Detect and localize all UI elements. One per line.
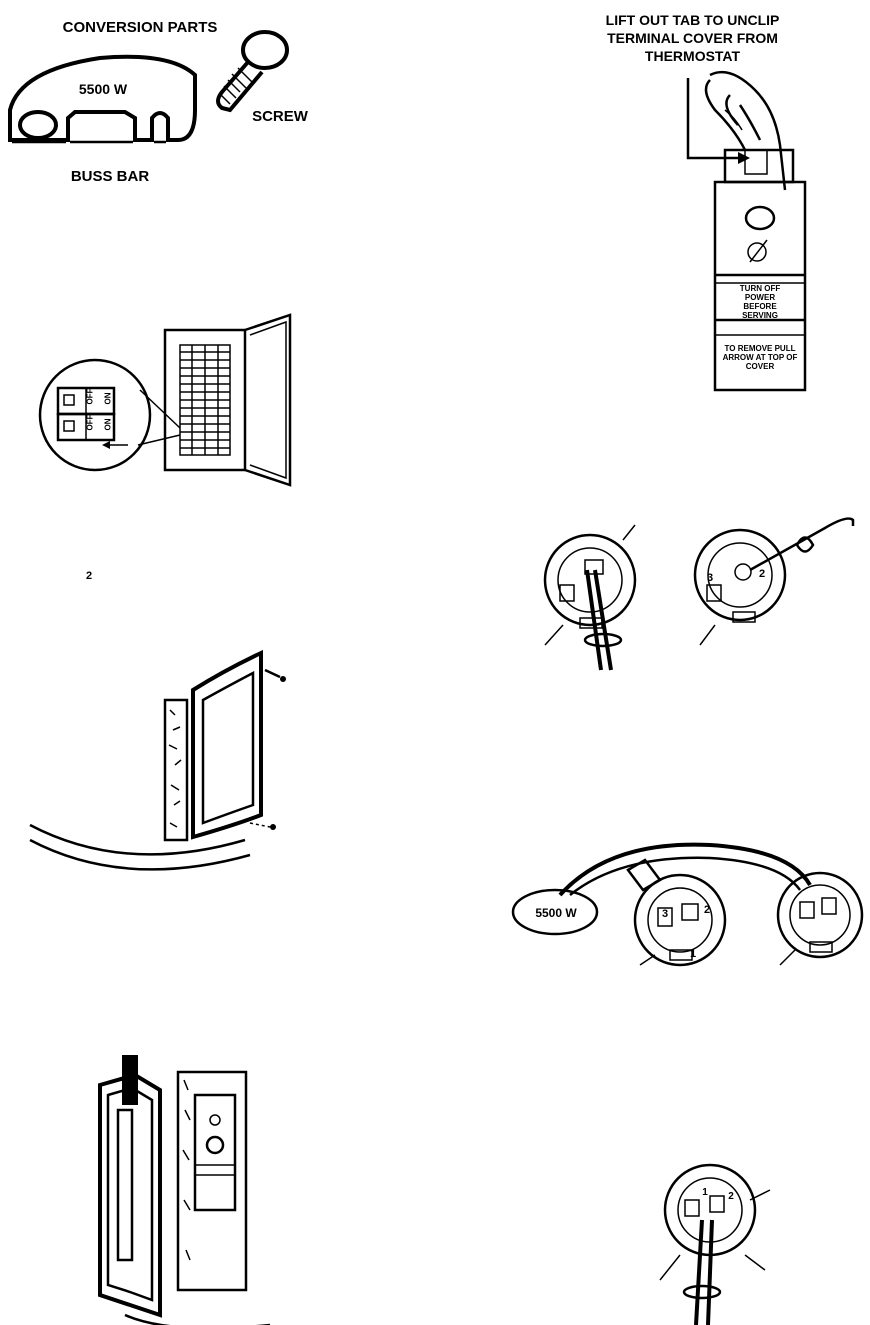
wiring-terminal-1: 1: [689, 948, 697, 960]
access-panel-drawing: [29, 649, 286, 871]
thermostat-cover-figure: LIFT OUT TAB TO UNCLIP TERMINAL COVER FR…: [560, 0, 870, 400]
breaker-on-label-2: ON: [103, 418, 113, 431]
terminal-label-2-right: 2: [758, 568, 766, 580]
breaker-panel-figure: OFF ON OFF ON: [38, 310, 310, 490]
wiring-bar-callout: 5500 W: [535, 906, 577, 920]
replace-cover-figure: [90, 1050, 290, 1325]
tighten-terminal-figure: 1 2: [650, 1160, 780, 1325]
screw-icon: [216, 30, 289, 113]
buss-bar-label: BUSS BAR: [70, 168, 150, 185]
replace-cover-drawing: [98, 1055, 270, 1325]
tighten-terminal-1: 1: [702, 1187, 708, 1198]
conversion-parts-title: CONVERSION PARTS: [62, 19, 218, 36]
terminal-label-3-right: 3: [706, 572, 714, 584]
conversion-parts-figure: CONVERSION PARTS 5500 W SCREW BUSS BAR: [0, 0, 330, 200]
wiring-terminal-2: 2: [703, 904, 711, 916]
breaker-off-label-2: OFF: [85, 414, 95, 431]
access-panel-figure: [25, 645, 295, 880]
buss-bar-wiring-figure: 5500 W 3 2 1: [510, 830, 865, 985]
buss-bar-wiring-drawing: [511, 842, 864, 967]
tighten-terminal-drawing: [659, 1163, 771, 1325]
terminal-label-2-left: 2: [85, 570, 93, 582]
breaker-on-label-1: ON: [103, 392, 113, 405]
hand-lifting-tab-drawing: [686, 70, 807, 392]
remove-cover-note: TO REMOVE PULL ARROW AT TOP OF COVER: [722, 344, 798, 371]
breaker-off-label-1: OFF: [85, 388, 95, 405]
breaker-rows: [180, 345, 230, 455]
turn-off-power-warning: TURN OFF POWER BEFORE SERVING: [739, 284, 781, 320]
buss-bar-rating-label: 5500 W: [78, 81, 128, 97]
thermostat-cover-instruction: LIFT OUT TAB TO UNCLIP TERMINAL COVER FR…: [605, 12, 780, 64]
thermostat-screw-removal-figure: 2 3 2: [86, 500, 865, 685]
tighten-terminal-2: 2: [728, 1191, 734, 1202]
wiring-terminal-3: 3: [661, 908, 669, 920]
thermostat-screwdriver-drawing: [543, 517, 855, 671]
buss-bar-drawing: [8, 30, 289, 144]
breaker-panel-drawing: [38, 313, 292, 487]
screw-label: SCREW: [252, 108, 308, 125]
